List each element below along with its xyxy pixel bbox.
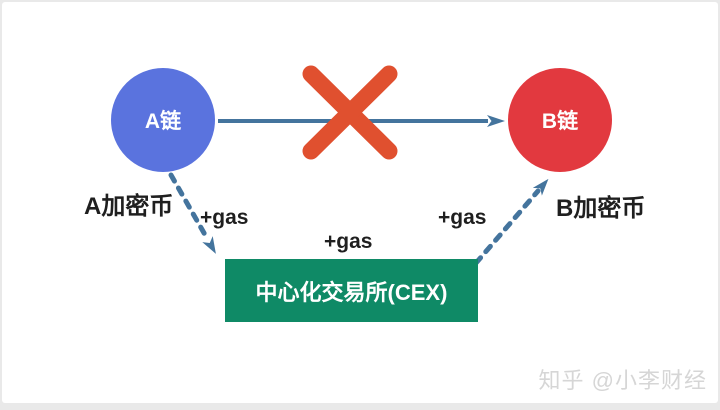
label-gas-middle: +gas bbox=[324, 230, 373, 253]
label-gas-right: +gas bbox=[438, 206, 487, 229]
watermark: 知乎 @小李财经 bbox=[538, 368, 707, 393]
node-chain-b-label: B链 bbox=[541, 110, 579, 133]
node-chain-b: B链 bbox=[508, 68, 612, 172]
node-chain-a-label: A链 bbox=[144, 110, 182, 133]
label-b-coin: B加密币 bbox=[556, 195, 646, 222]
label-gas-left: +gas bbox=[200, 206, 249, 229]
node-cex-label: 中心化交易所(CEX) bbox=[255, 279, 448, 305]
label-a-coin: A加密币 bbox=[84, 193, 174, 220]
node-cex: 中心化交易所(CEX) bbox=[225, 259, 478, 322]
node-chain-a: A链 bbox=[111, 68, 215, 172]
